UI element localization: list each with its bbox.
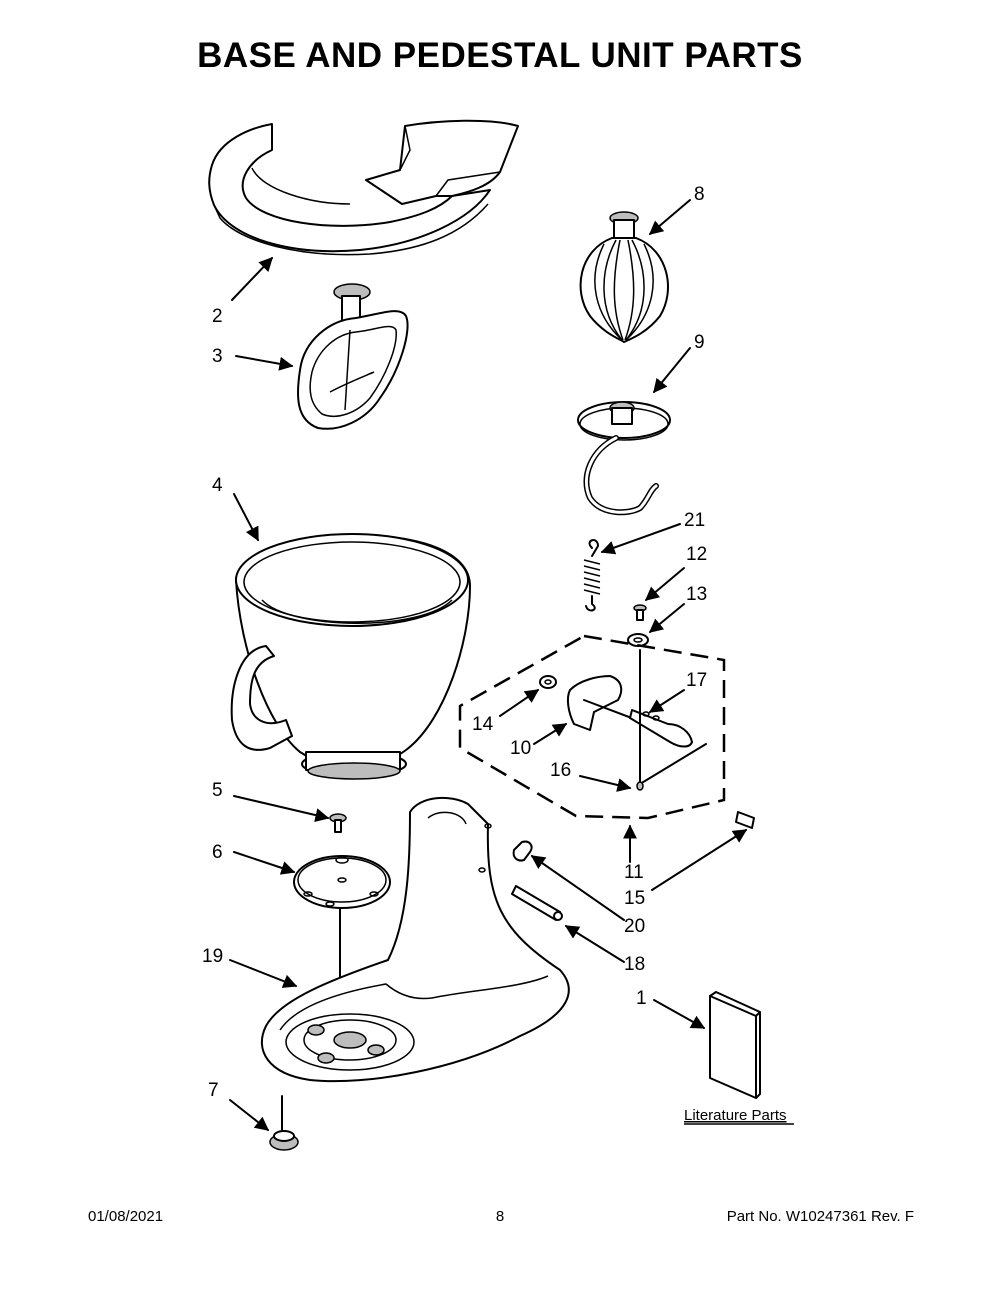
dough-hook-part xyxy=(577,401,671,516)
clamp-plate-part xyxy=(293,855,391,1051)
flat-beater-part xyxy=(297,283,409,430)
footer-part-number: Part No. W10247361 Rev. F xyxy=(726,1208,914,1225)
foot-part xyxy=(269,1095,299,1151)
hinge-assembly-part xyxy=(458,634,755,829)
callout-5: 5 xyxy=(212,780,223,801)
callout-3: 3 xyxy=(212,346,223,367)
callout-15: 15 xyxy=(624,888,645,909)
leader-arrows xyxy=(229,199,748,1131)
bowl-part xyxy=(230,533,471,780)
callout-18: 18 xyxy=(624,954,645,975)
footer-date: 01/08/2021 xyxy=(88,1208,164,1225)
plug-20-part xyxy=(512,840,533,862)
callout-13: 13 xyxy=(686,584,707,605)
literature-parts-label: Literature Parts xyxy=(684,1107,787,1124)
callout-21: 21 xyxy=(684,510,705,531)
callout-14: 14 xyxy=(472,714,494,735)
page-title: BASE AND PEDESTAL UNIT PARTS xyxy=(197,36,803,75)
callout-11: 11 xyxy=(624,862,644,883)
callout-9: 9 xyxy=(694,332,705,353)
spring-part xyxy=(583,539,601,612)
callout-10: 10 xyxy=(510,738,531,759)
washer-13-part xyxy=(627,633,649,647)
pouring-shield-part xyxy=(208,119,519,256)
footer-page-number: 8 xyxy=(495,1208,505,1225)
pedestal-base-part xyxy=(260,796,570,1083)
literature-part xyxy=(709,991,761,1099)
screw-5-part xyxy=(329,813,347,833)
callout-20: 20 xyxy=(624,916,645,937)
callout-12: 12 xyxy=(686,544,707,565)
callout-17: 17 xyxy=(686,670,707,691)
callout-6: 6 xyxy=(212,842,223,863)
callout-7: 7 xyxy=(208,1080,219,1101)
callout-2: 2 xyxy=(212,306,223,327)
callout-16: 16 xyxy=(550,760,571,781)
pin-18-part xyxy=(511,885,563,921)
callout-4: 4 xyxy=(212,475,223,496)
callout-1: 1 xyxy=(636,988,647,1009)
callout-8: 8 xyxy=(694,184,705,205)
callout-19: 19 xyxy=(202,946,223,967)
screw-12-part xyxy=(633,604,647,621)
wire-whip-part xyxy=(579,211,669,343)
